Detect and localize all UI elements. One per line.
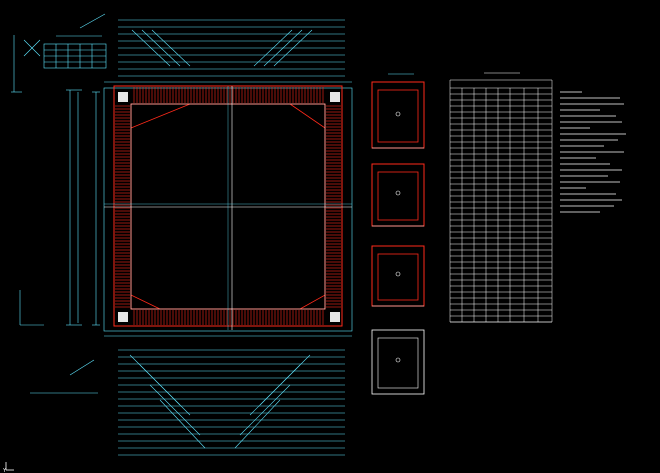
- rebar-schedule-bottom: [118, 349, 345, 456]
- rebar-quantity-table: [449, 72, 553, 323]
- cross-section-4: [371, 329, 425, 395]
- cross-section-1: [371, 73, 425, 149]
- left-dimension-elevation: [19, 89, 100, 326]
- notes-block: [560, 91, 626, 213]
- legend-line: [30, 359, 98, 394]
- cross-section-2: [371, 163, 425, 227]
- key-table-top-left: [11, 35, 107, 93]
- rebar-schedule-top: [79, 13, 345, 77]
- cursor-glyph: Y: [3, 468, 6, 473]
- slab-plan-main: [103, 81, 353, 337]
- cross-section-3: [371, 245, 425, 307]
- ucs-axis-icon: [5, 462, 14, 471]
